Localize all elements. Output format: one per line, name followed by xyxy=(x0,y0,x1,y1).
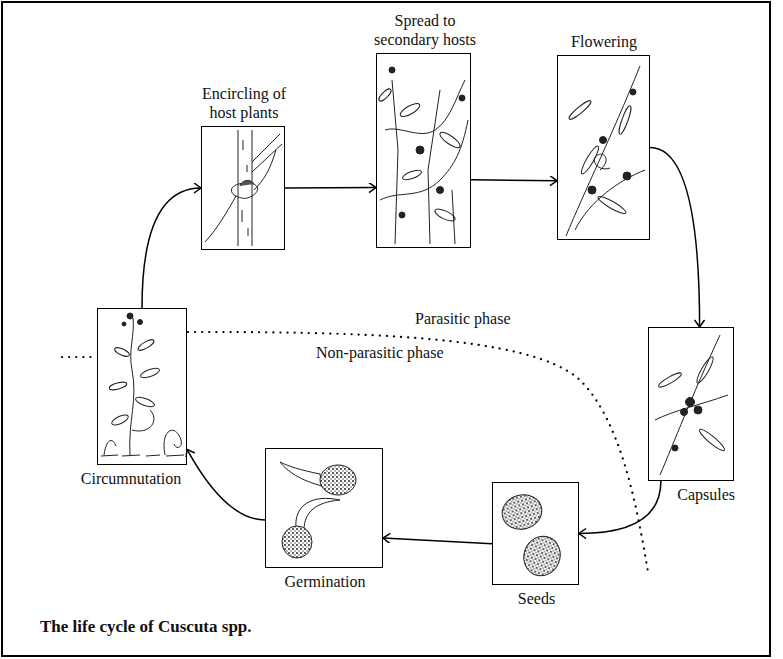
stage-label: Circumnutation xyxy=(71,470,191,488)
stage-label: Germination xyxy=(261,573,389,591)
illustration-box: Seeds xyxy=(492,482,579,585)
cycle-arrow xyxy=(285,187,376,189)
stage-label: Spread to secondary hosts xyxy=(369,12,481,49)
phase-label: Parasitic phase xyxy=(415,310,511,328)
illustration-box: Capsules xyxy=(648,327,734,481)
illustration-box: Germination xyxy=(265,448,383,568)
capsules-sketch xyxy=(655,335,728,475)
phase-boundary xyxy=(188,332,648,572)
spread-sketch xyxy=(377,67,468,244)
frame xyxy=(2,2,770,656)
cycle-arrow xyxy=(187,449,265,520)
illustration-box: Spread to secondary hosts xyxy=(376,53,471,248)
stage-label: Encircling of host plants xyxy=(194,85,294,122)
germination-sketch xyxy=(280,462,356,558)
seeds-sketch xyxy=(498,490,565,581)
illustration-box: Circumnutation xyxy=(97,308,187,465)
cycle-arrow xyxy=(650,148,700,328)
stage-label: Flowering xyxy=(554,33,654,51)
cycle-arrow xyxy=(383,538,492,544)
illustration-box: Encircling of host plants xyxy=(201,126,285,250)
cycle-arrow xyxy=(579,481,661,534)
phase-boundary xyxy=(62,356,96,358)
cycle-arrow xyxy=(471,180,557,181)
stage-label: Seeds xyxy=(483,590,590,608)
phase-label: Non-parasitic phase xyxy=(316,344,444,362)
cycle-arrow xyxy=(142,188,201,308)
figure-caption: The life cycle of Cuscuta spp. xyxy=(40,617,252,637)
flowering-sketch xyxy=(566,66,645,236)
circumnutation-sketch xyxy=(101,313,184,456)
encircling-sketch xyxy=(205,130,282,246)
stage-label: Capsules xyxy=(649,486,735,504)
illustration-box: Flowering xyxy=(557,55,650,240)
